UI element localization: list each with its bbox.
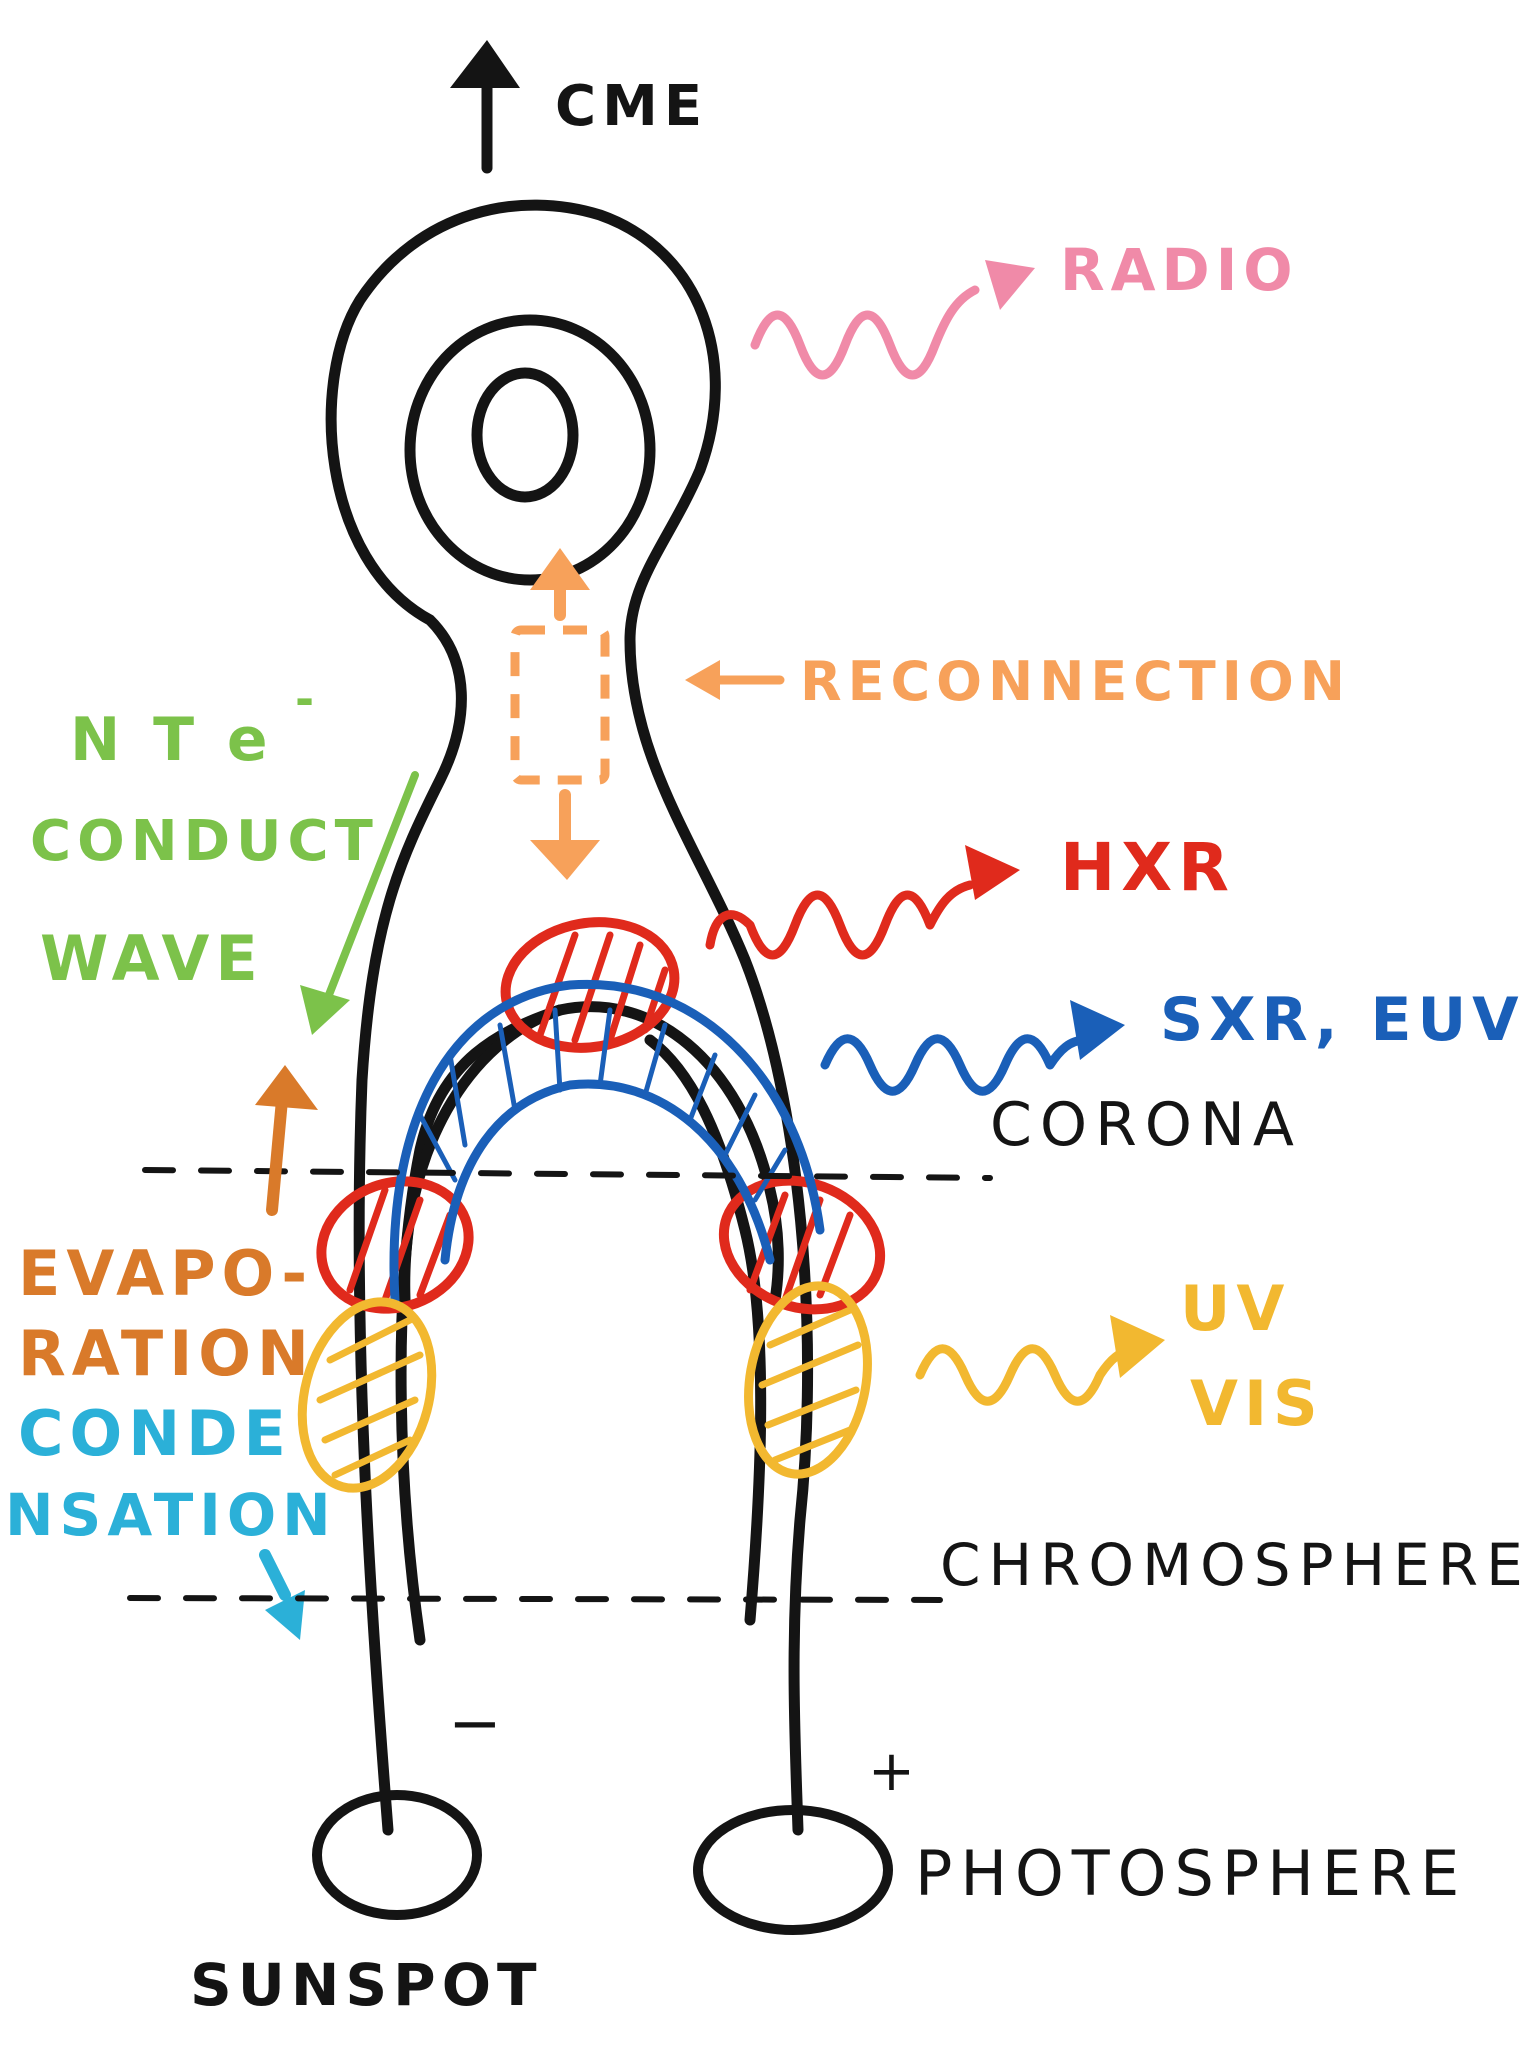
radio-label: RADIO <box>1060 236 1299 304</box>
nte-label-sup: - <box>295 672 320 726</box>
condensation-label-line2: NSATION <box>5 1481 337 1549</box>
vis-label: VIS <box>1190 1367 1324 1440</box>
sxr-wave <box>820 1000 1125 1096</box>
corona-boundary <box>142 1167 993 1181</box>
wavy-arrow-icon <box>705 880 975 960</box>
uv-label: UV <box>1180 1272 1290 1345</box>
arrow-down-icon <box>530 840 600 880</box>
arrow-up-icon <box>530 548 590 590</box>
arrow-up-icon <box>255 1065 318 1110</box>
inner-right-leg <box>644 1034 767 1626</box>
plus-polarity: + <box>868 1739 923 1804</box>
outer-field-line <box>325 199 814 1836</box>
uv-wave <box>915 1315 1165 1406</box>
uv-right-footpoint <box>744 1281 872 1479</box>
flux-rope-outer-ring <box>404 314 656 586</box>
sxr-euv-label: SXR, EUV <box>1160 985 1525 1055</box>
arrow-left-icon <box>685 660 785 700</box>
condensation-arrow <box>259 1549 305 1640</box>
arrow-down-icon <box>265 1590 305 1640</box>
evaporation-label-line1: EVAPO- <box>18 1237 313 1310</box>
nte-label-line2: CONDUCT <box>30 809 379 874</box>
arrow-up-icon <box>450 40 520 174</box>
cme-label: CME <box>555 74 708 139</box>
left-sunspot <box>312 1790 482 1920</box>
hxr-wave <box>705 845 1020 960</box>
sunspot-label: SUNSPOT <box>190 1951 543 2019</box>
condensation-label-line1: CONDE <box>18 1397 292 1470</box>
reconnection-box <box>510 625 610 785</box>
evaporation-arrow <box>255 1065 318 1216</box>
chromosphere-label: CHROMOSPHERE <box>940 1531 1531 1599</box>
magnetic-structure <box>325 199 814 1836</box>
right-sunspot <box>693 1805 893 1935</box>
minus-polarity: − <box>448 1687 510 1761</box>
wavy-arrow-icon <box>820 1034 1090 1096</box>
photosphere-label: PHOTOSPHERE <box>915 1837 1467 1910</box>
uv-left-footpoint <box>297 1297 437 1493</box>
conduction-arrow <box>300 771 419 1035</box>
radio-wave <box>750 260 1035 380</box>
wavy-arrow-icon <box>750 285 980 380</box>
corona-label: CORONA <box>990 1090 1302 1160</box>
reconnection-region <box>510 548 610 880</box>
evaporation-label-line2: RATION <box>18 1317 315 1390</box>
arrow-down-icon <box>300 985 350 1035</box>
wavy-arrow-icon <box>915 1344 1140 1406</box>
chromosphere-boundary <box>127 1595 943 1603</box>
hxr-label: HXR <box>1060 829 1235 906</box>
flux-rope-core <box>471 367 579 503</box>
nte-label-line1: N T e <box>70 705 274 775</box>
reconnection-label: RECONNECTION <box>800 650 1351 713</box>
nte-label-line3: WAVE <box>40 922 264 995</box>
